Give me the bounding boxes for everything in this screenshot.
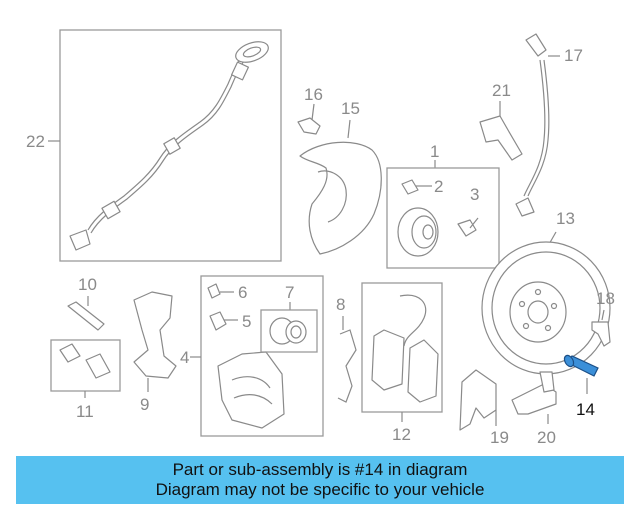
label-16: 16 [304, 85, 323, 104]
part-20-bracket[interactable]: 20 [511, 371, 557, 447]
part-22-speed-sensor[interactable]: 22 [26, 29, 282, 262]
part-8-spring[interactable]: 8 [336, 295, 357, 403]
part-14-bolt-highlighted[interactable]: 14 [563, 354, 599, 419]
label-17: 17 [564, 46, 583, 65]
label-11: 11 [76, 402, 94, 421]
label-5: 5 [242, 312, 251, 331]
label-19: 19 [490, 428, 509, 447]
label-20: 20 [537, 428, 556, 447]
label-8: 8 [336, 295, 345, 314]
label-7: 7 [285, 283, 294, 302]
label-6: 6 [238, 283, 247, 302]
parts-diagram: 22 16 15 1 2 3 17 21 [26, 29, 615, 447]
part-1-wheel-hub[interactable]: 1 2 3 [386, 142, 500, 269]
part-11-pin-kit[interactable]: 11 [50, 339, 121, 421]
part-21-bracket[interactable]: 21 [479, 81, 523, 161]
part-18-clip[interactable]: 18 [591, 289, 615, 347]
label-3: 3 [470, 185, 479, 204]
banner-line-1: Part or sub-assembly is #14 in diagram [172, 460, 468, 479]
label-14: 14 [576, 400, 595, 419]
label-13: 13 [556, 209, 575, 228]
label-22: 22 [26, 132, 45, 151]
part-9-caliper-bracket[interactable]: 9 [133, 291, 177, 414]
banner-line-2: Diagram may not be specific to your vehi… [155, 480, 485, 499]
info-banner: Part or sub-assembly is #14 in diagram D… [16, 456, 624, 504]
label-12: 12 [392, 425, 411, 444]
part-13-brake-rotor[interactable]: 13 [481, 209, 611, 375]
part-19-bracket[interactable]: 19 [459, 369, 509, 447]
label-10: 10 [78, 275, 97, 294]
part-4-caliper[interactable]: 4 6 5 [180, 275, 324, 437]
label-21: 21 [492, 81, 511, 100]
label-4: 4 [180, 348, 189, 367]
part-16-bolt[interactable]: 16 [297, 85, 323, 135]
label-15: 15 [341, 99, 360, 118]
part-15-dust-shield[interactable]: 15 [299, 99, 382, 255]
label-1: 1 [430, 142, 439, 161]
part-12-brake-pads[interactable]: 12 [361, 282, 443, 444]
label-9: 9 [140, 395, 149, 414]
label-2: 2 [434, 177, 443, 196]
part-17-brake-hose[interactable]: 17 [515, 33, 583, 217]
label-18: 18 [596, 289, 615, 308]
part-10-guide-pin[interactable]: 10 [67, 275, 105, 331]
part-7-piston-seal-kit[interactable]: 7 [260, 283, 318, 353]
